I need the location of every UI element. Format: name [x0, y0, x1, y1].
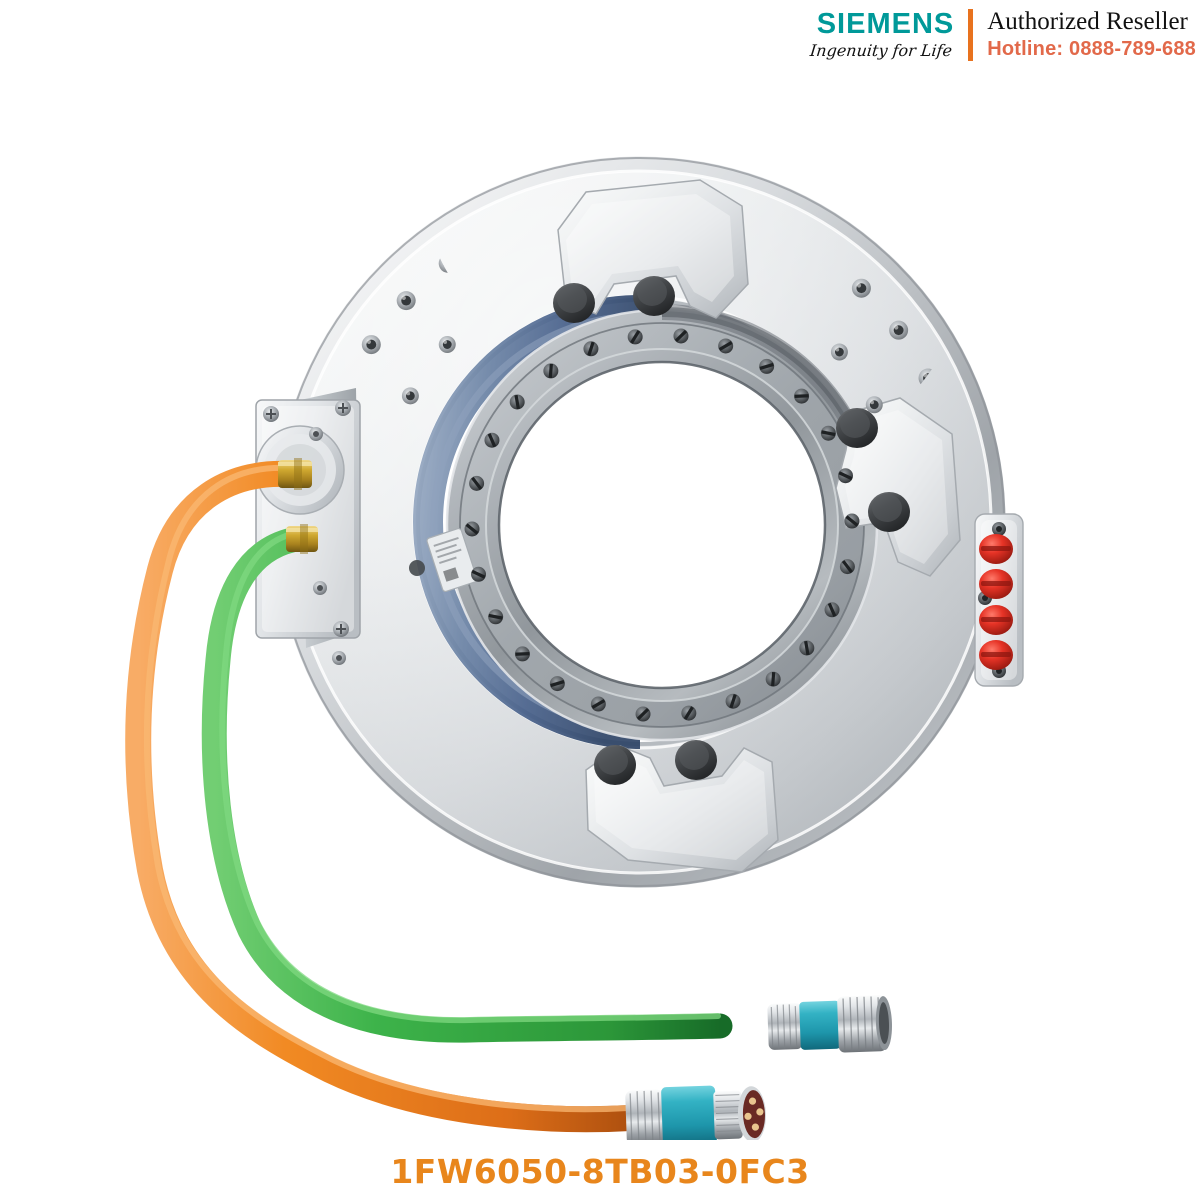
stator-screw — [725, 693, 741, 709]
stator-screw — [583, 341, 599, 357]
stator-screw — [794, 388, 810, 404]
inner-stator-ring — [445, 304, 883, 742]
stator-screw — [509, 394, 525, 410]
hex-bolt — [868, 492, 910, 532]
box-screw — [335, 400, 351, 416]
flange-bolt — [851, 278, 871, 298]
plate-screw — [992, 522, 1006, 536]
hex-bolt — [633, 276, 675, 316]
hex-bolt — [836, 408, 878, 448]
torque-motor-illustration — [125, 156, 1024, 1140]
siemens-slogan: Ingenuity for Life — [809, 41, 954, 61]
stator-screw — [471, 566, 487, 582]
flange-bolt — [396, 291, 416, 311]
flange-bolt — [438, 336, 456, 354]
box-screw — [313, 581, 327, 595]
box-screw — [263, 406, 279, 422]
reseller-banner: SIEMENS Ingenuity for Life Authorized Re… — [809, 4, 1196, 66]
power-cable-orange — [125, 460, 643, 1133]
stator-screw — [543, 363, 559, 379]
box-screw — [309, 427, 323, 441]
power-connector-male-4pin — [625, 1085, 766, 1140]
flange-bolt — [361, 335, 381, 355]
cable-gland-signal — [286, 524, 318, 554]
product-code-caption: 1FW6050-8TB03-0FC3 — [390, 1152, 810, 1191]
stator-screw — [635, 706, 651, 722]
mounting-bracket-top — [557, 179, 749, 319]
box-screw — [332, 651, 346, 665]
red-sealing-plug — [979, 569, 1013, 599]
hex-bolt — [675, 740, 717, 780]
reseller-title: Authorized Reseller — [987, 8, 1188, 36]
box-screw — [333, 621, 349, 637]
stator-screw — [799, 640, 815, 656]
stator-ring-screws — [464, 328, 860, 722]
stator-screw — [681, 705, 697, 721]
stator-screw — [627, 329, 643, 345]
flange-bolt — [889, 320, 909, 340]
hex-bolts-group — [553, 276, 910, 785]
siemens-logo-wordmark: SIEMENS — [816, 8, 955, 41]
stator-screw — [488, 609, 504, 625]
red-sealing-plug — [979, 605, 1013, 635]
stator-screw — [718, 338, 734, 354]
red-sealing-plug — [979, 534, 1013, 564]
stator-screw — [844, 513, 860, 529]
outer-mounting-flange-ring — [274, 156, 1006, 888]
stator-screw — [590, 696, 606, 712]
stator-screw — [837, 468, 853, 484]
stator-screw — [673, 328, 689, 344]
red-plug-plate — [974, 513, 1024, 687]
mounting-bracket-bottom — [585, 745, 779, 873]
stator-screw — [765, 671, 781, 687]
product-photo — [0, 70, 1200, 1140]
bore-plug-hole — [409, 560, 425, 576]
stator-screw — [824, 602, 840, 618]
stator-screw — [759, 358, 775, 374]
reseller-hotline: Hotline: 0888-789-688 — [987, 37, 1196, 60]
banner-divider — [968, 9, 974, 61]
flange-bolt — [830, 343, 848, 361]
stator-screw — [469, 475, 485, 491]
stator-screw — [820, 425, 836, 441]
stator-screw — [549, 676, 565, 692]
red-sealing-plug — [979, 640, 1013, 670]
stator-screw — [839, 559, 855, 575]
stator-screw — [484, 432, 500, 448]
flange-bolt — [401, 387, 419, 405]
hex-bolt — [553, 283, 595, 323]
siemens-brand-block: SIEMENS Ingenuity for Life — [809, 8, 968, 61]
reseller-text-block: Authorized Reseller Hotline: 0888-789-68… — [973, 9, 1196, 60]
flange-bolt — [865, 396, 883, 414]
hex-bolt — [594, 745, 636, 785]
stator-screw — [514, 646, 530, 662]
signal-encoder-cable-green — [201, 527, 733, 1043]
rating-plate-label — [426, 527, 478, 593]
signal-connector-female — [767, 995, 892, 1053]
stator-screw — [464, 521, 480, 537]
cable-gland-power — [278, 458, 312, 490]
